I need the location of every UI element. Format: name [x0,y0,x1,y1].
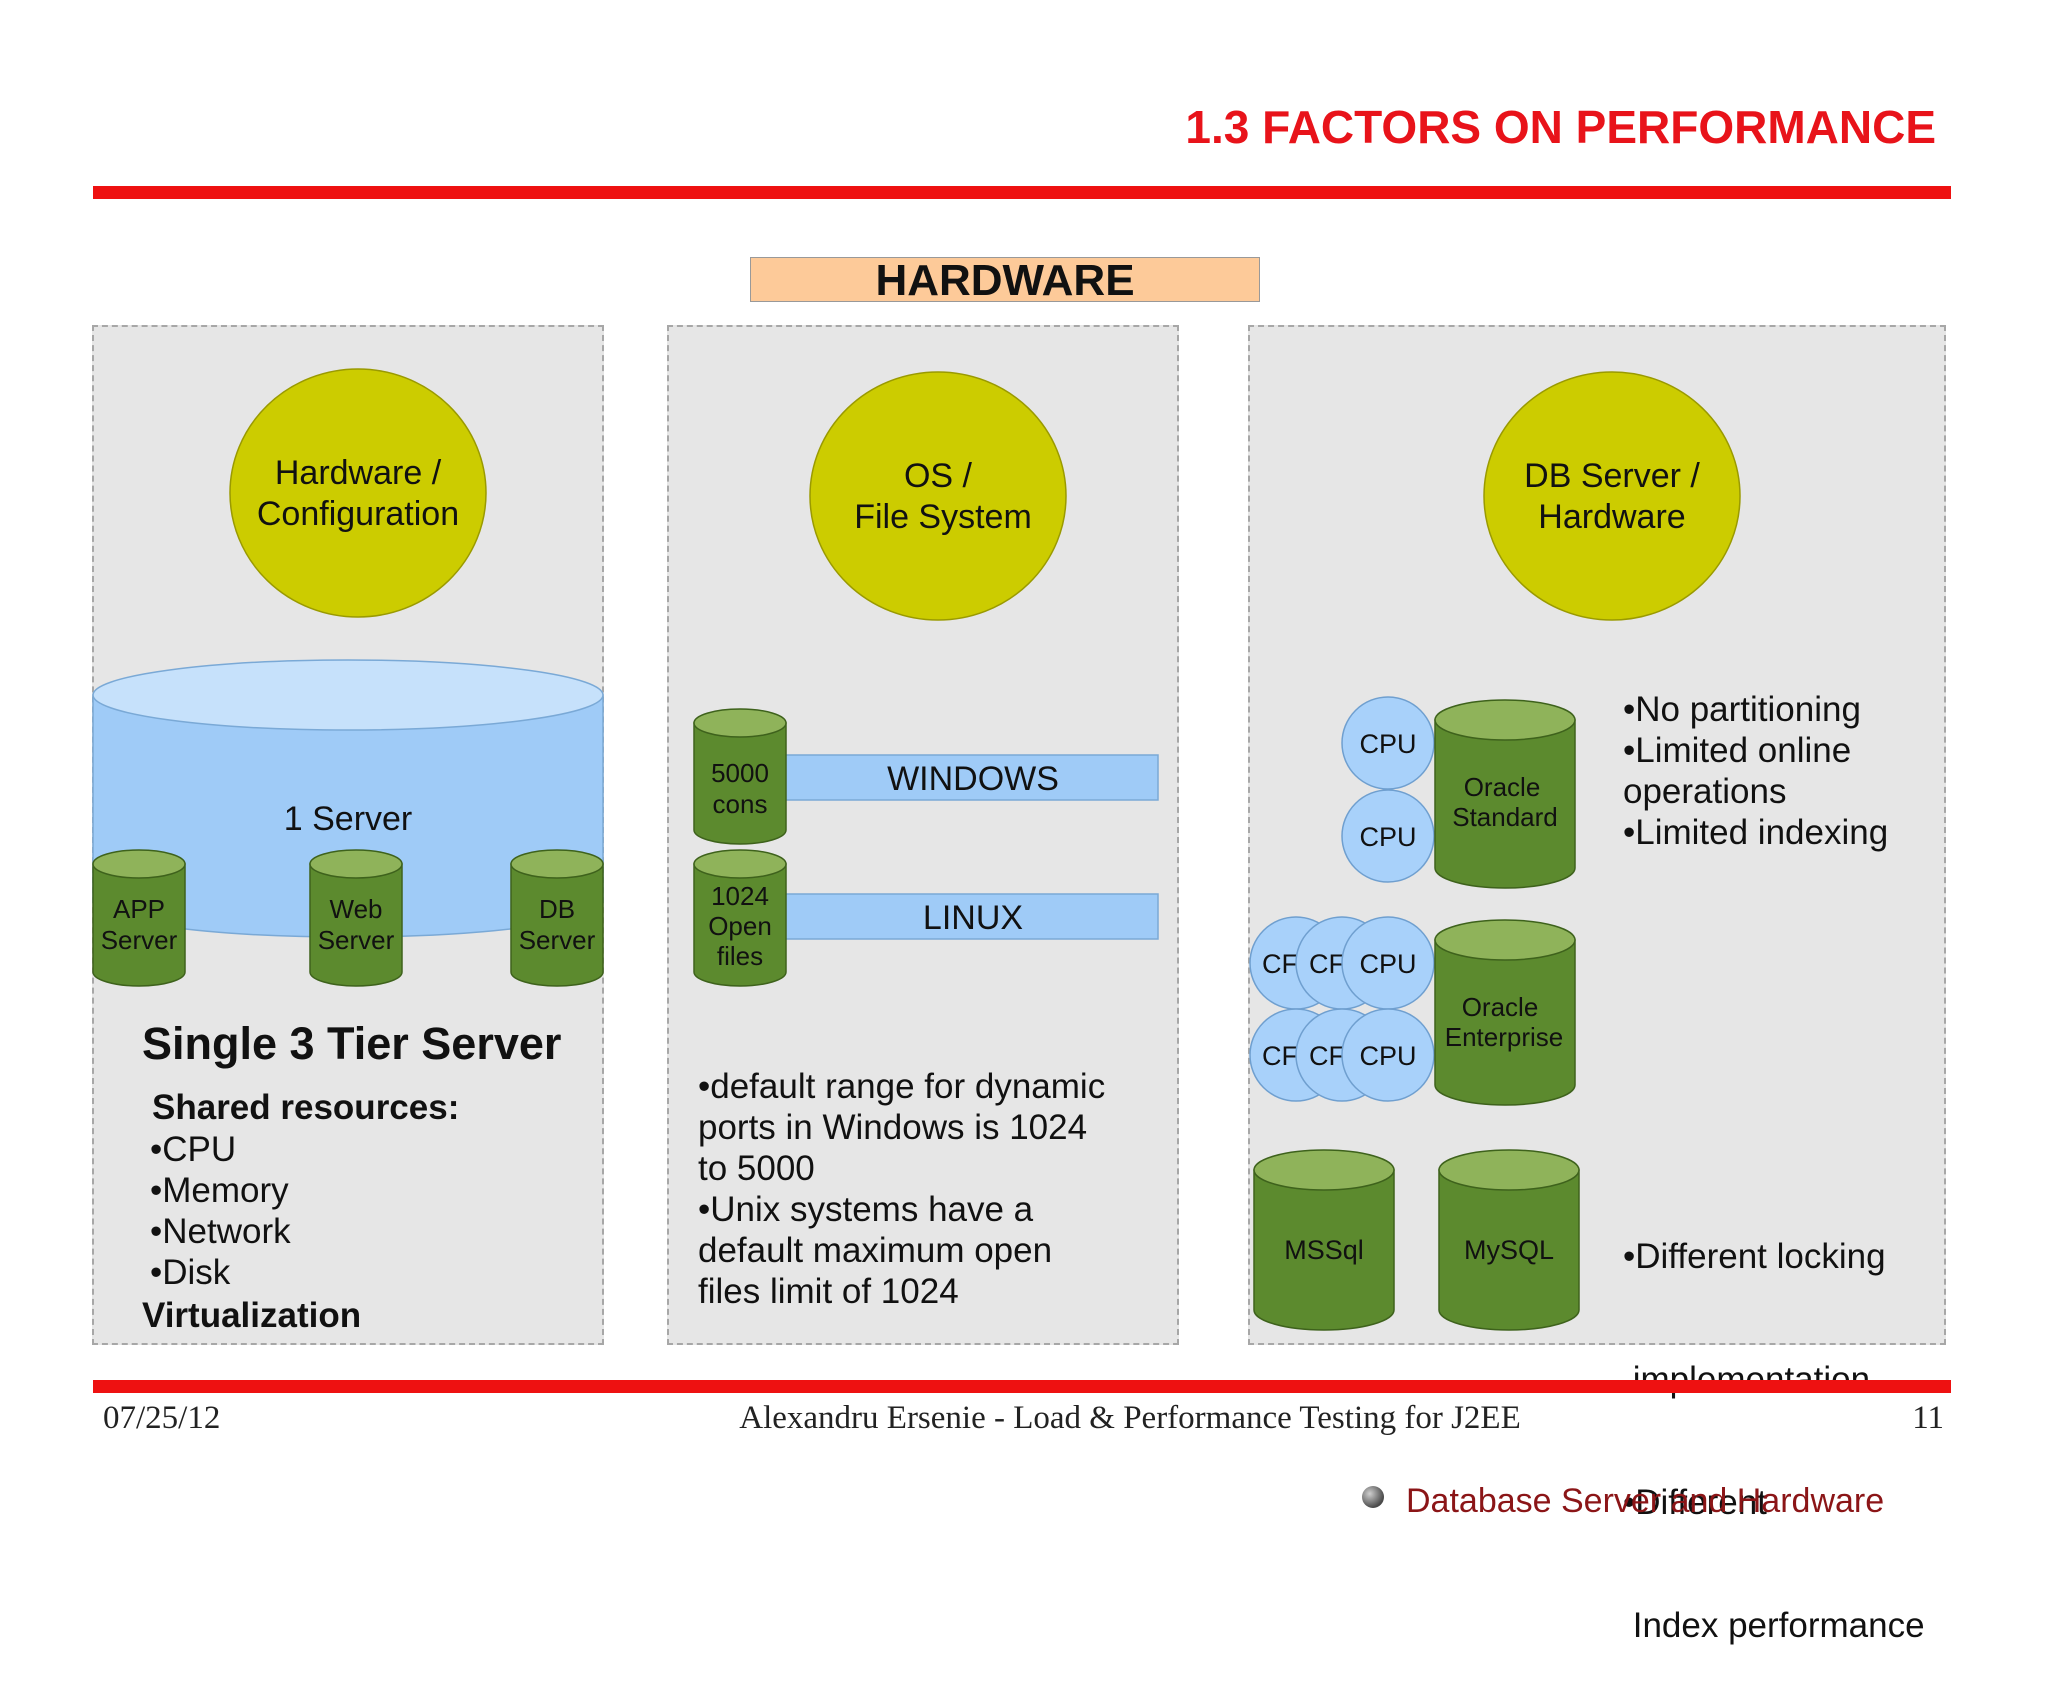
os-note-line: •Unix systems have a [698,1190,1034,1229]
os-note-line: files limit of 1024 [698,1272,959,1311]
web-server-label-2: Server [318,925,395,955]
open-files-label-2: Open [708,911,772,941]
app-server-cylinder [92,849,186,987]
resource-item: •Memory [150,1171,289,1210]
open-files-label-1: 1024 [711,881,769,911]
linux-bar [784,893,1159,940]
cpu-circle [1341,1008,1435,1102]
db-note-line: •Limited online [1623,731,1852,770]
cpu-partial-label: CF [1309,1041,1345,1071]
virtualization-heading: Virtualization [142,1296,362,1335]
db-notes-top: •No partitioning •Limited online operati… [1623,689,1888,853]
footer-date: 07/25/12 [103,1400,221,1436]
shared-resources-heading: Shared resources: [152,1088,460,1127]
oracle-standard-cylinder [1434,699,1576,889]
cpu-circle [1341,696,1435,790]
server-label: 1 Server [284,800,413,838]
resource-item: •CPU [150,1130,237,1169]
mssql-label: MSSql [1284,1235,1364,1265]
cpu-partial-label: CF [1262,949,1298,979]
windows-label: WINDOWS [887,760,1059,798]
os-circle-line1: OS / [904,457,973,495]
os-note-line: •default range for dynamic [698,1067,1106,1106]
bullet-icon [1362,1486,1384,1508]
os-note-line: to 5000 [698,1149,815,1188]
mysql-cylinder [1438,1149,1580,1331]
cpu-label: CPU [1359,1041,1416,1071]
single-tier-heading: Single 3 Tier Server [142,1018,562,1069]
oracle-enterprise-label-1: Oracle [1462,992,1539,1022]
linux-label: LINUX [923,899,1023,937]
db-server-circle [1483,371,1741,621]
db-circle-line1: DB Server / [1524,457,1700,495]
mssql-cylinder [1253,1149,1395,1331]
cpu-label: CPU [1359,949,1416,979]
open-files-label-3: files [717,941,763,971]
diagram-canvas: Hardware / Configuration 1 Server APP Se… [92,368,1741,1331]
open-files-cylinder [693,849,787,987]
os-filesystem-circle [809,371,1067,621]
hardware-config-circle-line2: Configuration [257,495,459,533]
server-cylinder [92,659,604,938]
db-server-label-1: DB [539,894,575,924]
db-note-line: •Different locking [1623,1237,1886,1276]
cpu-partial-label: CF [1262,1041,1298,1071]
cpu-label: CPU [1359,729,1416,759]
windows-bar [784,754,1159,801]
top-divider [93,186,1951,199]
db-note-line: operations [1623,772,1787,811]
db-note-line: Index performance [1623,1606,1925,1645]
oracle-standard-label-1: Oracle [1464,772,1541,802]
cpu-partial-label: CF [1309,949,1345,979]
web-server-label-1: Web [330,894,383,924]
os-note-line: default maximum open [698,1231,1053,1270]
os-note-line: ports in Windows is 1024 [698,1108,1088,1147]
os-circle-line2: File System [854,498,1032,536]
connections-label-2: cons [713,789,768,819]
resources-list: •CPU •Memory •Network •Disk [150,1129,291,1293]
bottom-divider [93,1380,1951,1393]
footer-center: Alexandru Ersenie - Load & Performance T… [739,1400,1521,1436]
app-server-label-2: Server [101,925,178,955]
slide-title: 1.3 FACTORS ON PERFORMANCE [1185,101,1936,153]
oracle-enterprise-label-2: Enterprise [1445,1022,1564,1052]
cpu-circle [1341,789,1435,883]
app-server-label-1: APP [113,894,165,924]
db-note-line: •No partitioning [1623,690,1861,729]
mysql-label: MySQL [1464,1235,1554,1265]
oracle-enterprise-cylinder [1434,919,1576,1106]
os-notes: •default range for dynamic ports in Wind… [698,1066,1105,1312]
section-label: HARDWARE [750,257,1260,303]
resource-item: •Network [150,1212,291,1251]
resource-item: •Disk [150,1253,231,1292]
connections-cylinder [693,708,787,845]
db-server-cylinder [510,849,604,987]
caption-text: Database Server and Hardware [1406,1482,1885,1520]
hardware-config-circle [229,368,487,618]
web-server-cylinder [309,849,403,987]
db-note-line: •Limited indexing [1623,813,1889,852]
db-server-label-2: Server [519,925,596,955]
connections-label-1: 5000 [711,758,769,788]
db-circle-line2: Hardware [1538,498,1685,536]
hardware-config-circle-line1: Hardware / [275,454,442,492]
footer-page-number: 11 [1912,1400,1944,1436]
oracle-standard-label-2: Standard [1452,802,1558,832]
cpu-label: CPU [1359,822,1416,852]
db-note-line: •Different [1623,1483,1767,1522]
